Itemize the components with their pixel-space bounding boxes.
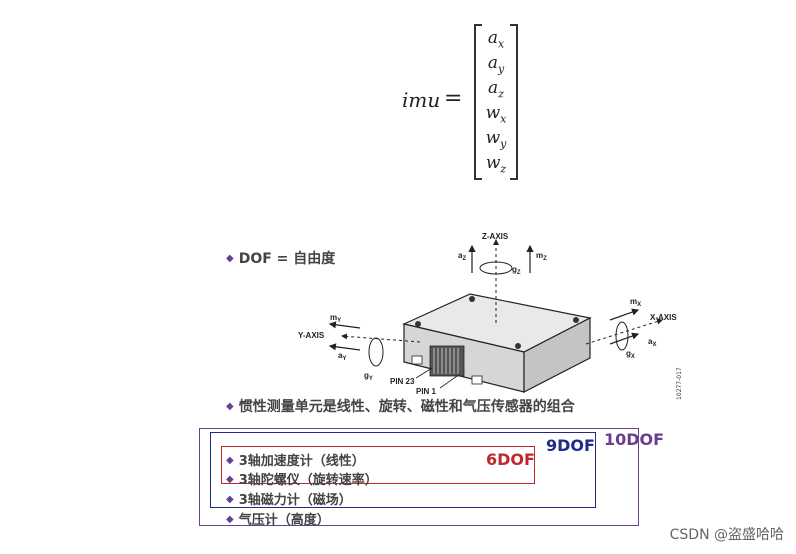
chip-body [402,293,592,393]
formula-equals: = [444,86,463,111]
matrix-left-bracket [474,24,482,180]
gz-label: gZ [512,265,521,276]
pin23-label: PIN 23 [390,377,415,386]
vector-entry: wz [485,153,507,176]
vector-entry: az [488,78,504,101]
imu-vector: ax ay az wx wy wz [474,24,518,180]
csdn-watermark: CSDN @盗盛哈哈 [669,527,784,543]
six-dof-box [221,446,535,484]
diamond-bullet-icon: ◆ [226,401,234,412]
gyroscope-bullet: ◆ 3轴陀螺仪（旋转速率） [226,469,378,488]
magnetometer-text: 3轴磁力计（磁场） [238,493,352,508]
gy-label: gY [364,371,373,382]
accelerometer-text: 3轴加速度计（线性） [238,454,365,469]
imu-chip-diagram: Z-AXIS aZ mZ gZ mX X-AXIS aX gX mY Y-AXI… [298,232,677,396]
my-label: mY [330,313,341,324]
dof-text: DOF = 自由度 [238,251,336,267]
x-axis-label: X-AXIS [650,313,677,322]
y-axis-line [341,333,421,343]
gx-rotation-icon [615,321,629,351]
diamond-bullet-icon: ◆ [226,494,234,505]
dof-bullet: ◆ DOF = 自由度 [226,248,335,268]
gyroscope-text: 3轴陀螺仪（旋转速率） [238,473,378,488]
diamond-bullet-icon: ◆ [226,514,234,525]
imu-formula: imu = ax ay az wx wy wz [400,24,530,184]
y-axis-label: Y-AXIS [298,331,325,340]
formula-lhs: imu [402,88,441,112]
nine-dof-box [210,432,596,508]
ten-dof-label: 10DOF [604,430,665,449]
vector-entry: wy [485,128,507,151]
nine-dof-label: 9DOF [546,436,595,455]
mx-label: mX [630,297,641,308]
x-axis-line [585,318,663,345]
az-label: aZ [458,251,466,262]
vector-entry: ax [487,28,505,51]
matrix-right-bracket [510,24,518,180]
gz-rotation-icon [479,261,513,275]
vector-entry: wx [485,103,507,126]
figure-code: 10277-017 [676,367,683,400]
ay-label: aY [338,351,346,362]
pin1-label: PIN 1 [416,387,437,396]
z-axis-label: Z-AXIS [482,232,509,241]
ten-dof-box [199,428,639,526]
magnetometer-bullet: ◆ 3轴磁力计（磁场） [226,489,352,508]
diamond-bullet-icon: ◆ [226,253,234,264]
gx-label: gX [626,349,635,360]
diamond-bullet-icon: ◆ [226,455,234,466]
imu-description-text: 惯性测量单元是线性、旋转、磁性和气压传感器的组合 [238,399,575,415]
mz-label: mZ [536,251,547,262]
gy-rotation-icon [368,337,384,367]
six-dof-label: 6DOF [486,450,535,469]
imu-description-bullet: ◆ 惯性测量单元是线性、旋转、磁性和气压传感器的组合 [226,396,575,416]
ax-label: aX [648,337,656,348]
accelerometer-bullet: ◆ 3轴加速度计（线性） [226,450,365,469]
barometer-text: 气压计（高度） [238,513,330,528]
vector-entry: ay [487,53,505,76]
diamond-bullet-icon: ◆ [226,474,234,485]
barometer-bullet: ◆ 气压计（高度） [226,509,330,528]
